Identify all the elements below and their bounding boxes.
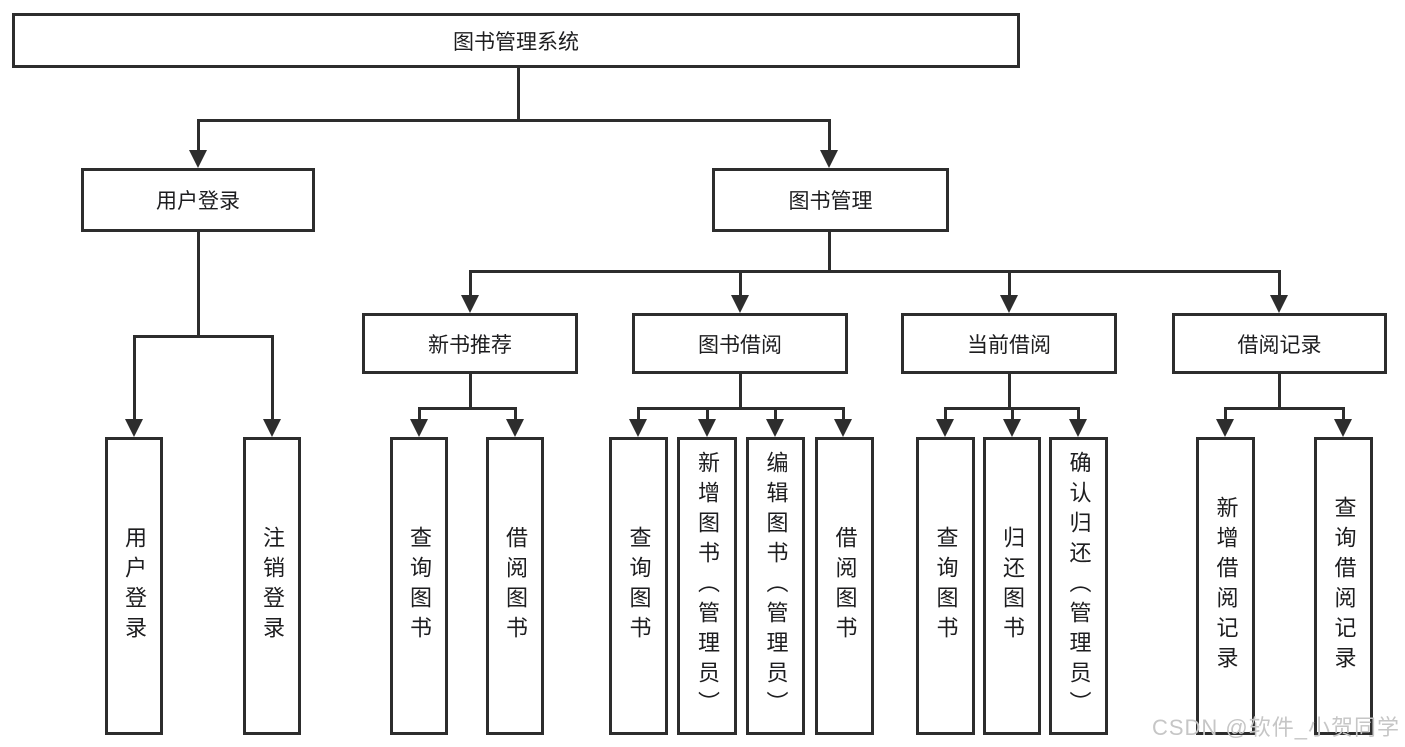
arrowhead-down-icon [410,419,428,437]
leaf-borrow-books-recommend: 借阅图书 [486,437,544,735]
connector-drop [706,407,709,421]
connector-branch [133,335,274,338]
connector-drop [469,270,472,297]
arrowhead-down-icon [506,419,524,437]
connector-drop [828,119,831,152]
arrowhead-down-icon [731,295,749,313]
arrowhead-down-icon [698,419,716,437]
connector-drop [1224,407,1227,421]
arrowhead-down-icon [766,419,784,437]
connector-drop [1278,270,1281,297]
leaf-query-borrow-record: 查询借阅记录 [1314,437,1373,735]
connector-drop [774,407,777,421]
leaf-logout: 注销登录 [243,437,301,735]
connector-drop [1342,407,1345,421]
connector-drop [842,407,845,421]
arrowhead-down-icon [263,419,281,437]
connector-drop [271,335,274,421]
arrowhead-down-icon [461,295,479,313]
arrowhead-down-icon [629,419,647,437]
node-book-borrow: 图书借阅 [632,313,848,374]
connector-branch [418,407,517,410]
connector-currentborrow-trunk [1008,374,1011,410]
node-book-management: 图书管理 [712,168,949,232]
leaf-query-books-recommend: 查询图书 [390,437,448,735]
connector-drop [418,407,421,421]
watermark: CSDN @软件_小贺同学 [1151,715,1400,740]
connector-drop [1008,270,1011,297]
arrowhead-down-icon [125,419,143,437]
leaf-confirm-return-admin: 确认归还（管理员） [1049,437,1108,735]
leaf-borrow-books: 借阅图书 [815,437,874,735]
connector-branch [637,407,845,410]
connector-bookmgmt-trunk [828,232,831,272]
connector-bookborrow-trunk [739,374,742,410]
connector-root-trunk [517,66,520,122]
node-root-library-system: 图书管理系统 [12,13,1020,68]
node-borrow-records: 借阅记录 [1172,313,1387,374]
node-user-login: 用户登录 [81,168,315,232]
leaf-add-borrow-record: 新增借阅记录 [1196,437,1255,735]
arrowhead-down-icon [820,150,838,168]
connector-drop [133,335,136,421]
arrowhead-down-icon [834,419,852,437]
connector-branch [1224,407,1344,410]
connector-level2-branch [197,119,831,122]
arrowhead-down-icon [1069,419,1087,437]
node-new-book-recommend: 新书推荐 [362,313,578,374]
leaf-user-login: 用户登录 [105,437,163,735]
connector-recommend-trunk [469,374,472,410]
connector-drop [637,407,640,421]
node-current-borrow: 当前借阅 [901,313,1117,374]
connector-drop [514,407,517,421]
connector-drop [739,270,742,297]
arrowhead-down-icon [1334,419,1352,437]
arrowhead-down-icon [1270,295,1288,313]
connector-drop [944,407,947,421]
leaf-add-book-admin: 新增图书（管理员） [677,437,737,735]
leaf-edit-book-admin: 编辑图书（管理员） [746,437,805,735]
arrowhead-down-icon [1003,419,1021,437]
arrowhead-down-icon [936,419,954,437]
leaf-return-book: 归还图书 [983,437,1041,735]
connector-drop [1077,407,1080,421]
leaf-query-books-current: 查询图书 [916,437,975,735]
leaf-query-books-borrow: 查询图书 [609,437,668,735]
arrowhead-down-icon [189,150,207,168]
connector-records-trunk [1278,374,1281,410]
connector-level3-branch [469,270,1281,273]
arrowhead-down-icon [1216,419,1234,437]
connector-drop [197,119,200,152]
connector-drop [1011,407,1014,421]
arrowhead-down-icon [1000,295,1018,313]
connector-userlogin-trunk [197,232,200,338]
